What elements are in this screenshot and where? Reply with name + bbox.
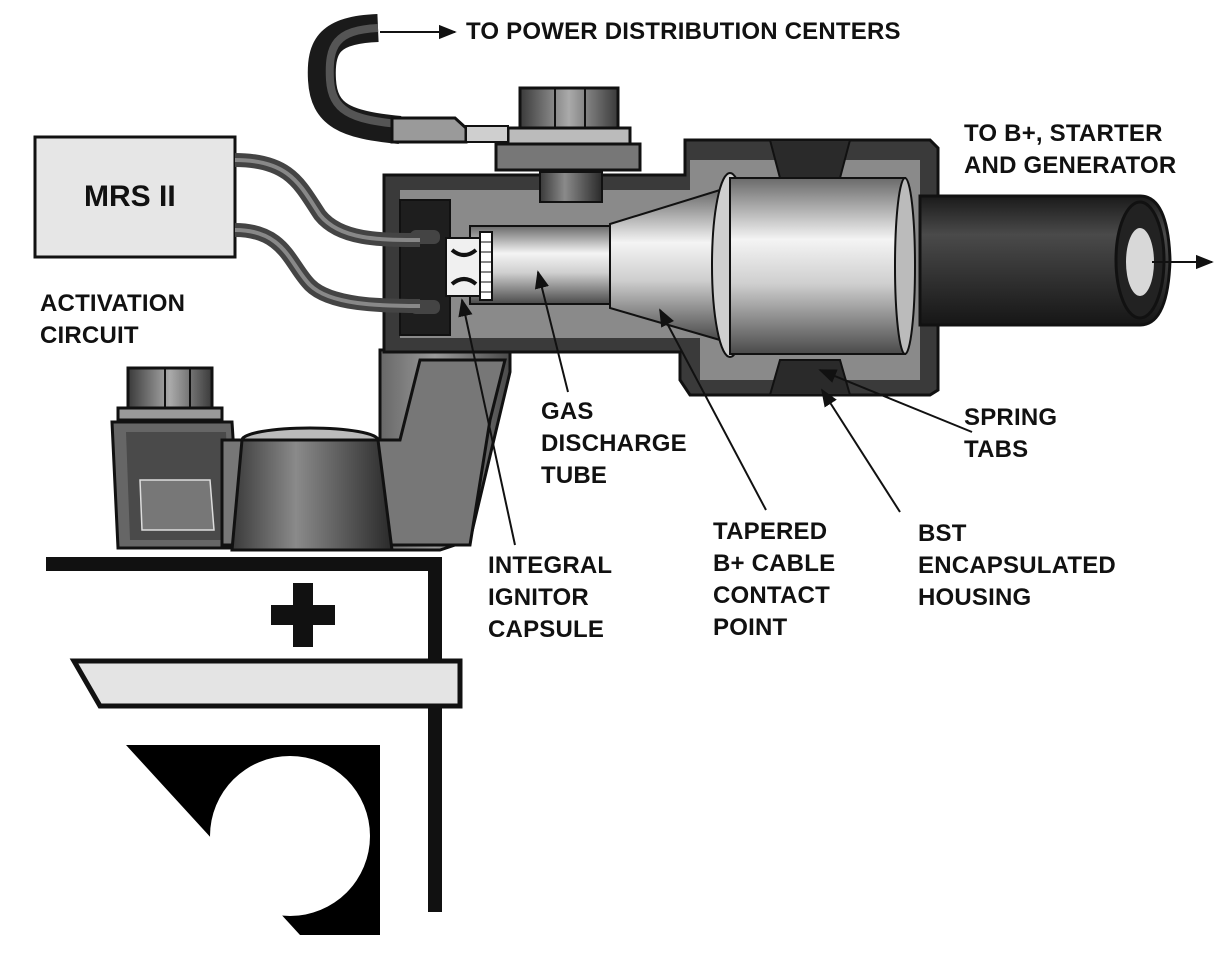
- battery-frame: [46, 557, 463, 935]
- label-activation-line2: CIRCUIT: [40, 322, 139, 349]
- label-spring-line2: TABS: [964, 436, 1029, 463]
- label-gas-line3: TUBE: [541, 462, 608, 489]
- label-bst-line2: ENCAPSULATED: [918, 552, 1116, 579]
- b-plus-cable: [918, 194, 1172, 327]
- label-to-b-plus-line2: AND GENERATOR: [964, 152, 1177, 179]
- label-tapered-line3: CONTACT: [713, 582, 830, 609]
- label-tapered-line1: TAPERED: [713, 518, 828, 545]
- label-mrs: MRS II: [84, 180, 176, 213]
- clamp-bolt: [110, 366, 242, 550]
- label-gas-line1: GAS: [541, 398, 594, 425]
- label-power-distribution: TO POWER DISTRIBUTION CENTERS: [466, 16, 901, 48]
- label-bst-line3: HOUSING: [918, 584, 1032, 611]
- label-activation-line1: ACTIVATION: [40, 290, 186, 317]
- label-ignitor-line3: CAPSULE: [488, 616, 605, 643]
- ignitor-capsule: [445, 231, 493, 301]
- plus-sign-icon: [271, 583, 335, 647]
- label-gas-discharge-tube: GAS DISCHARGE TUBE: [541, 396, 687, 492]
- battery-post: [230, 426, 394, 552]
- label-tapered-line2: B+ CABLE: [713, 550, 836, 577]
- label-ignitor-line1: INTEGRAL: [488, 552, 613, 579]
- label-tapered-contact: TAPERED B+ CABLE CONTACT POINT: [713, 516, 835, 644]
- activation-wires: [234, 153, 421, 313]
- label-tapered-line4: POINT: [713, 614, 788, 641]
- label-activation-circuit: ACTIVATION CIRCUIT: [40, 288, 185, 352]
- label-gas-line2: DISCHARGE: [541, 430, 687, 457]
- label-bst-housing: BST ENCAPSULATED HOUSING: [918, 518, 1116, 614]
- leader-lines: [458, 270, 973, 546]
- label-spring-tabs: SPRING TABS: [964, 402, 1057, 466]
- label-to-b-plus-line1: TO B+, STARTER: [964, 120, 1163, 147]
- label-ignitor-line2: IGNITOR: [488, 584, 589, 611]
- top-bolt: [494, 86, 642, 203]
- power-distribution-cable: [307, 14, 509, 144]
- mrs-box: [33, 135, 237, 259]
- label-ignitor-capsule: INTEGRAL IGNITOR CAPSULE: [488, 550, 612, 646]
- cable-terminal: [711, 172, 916, 358]
- label-spring-line1: SPRING: [964, 404, 1058, 431]
- label-power-distribution-text: TO POWER DISTRIBUTION CENTERS: [466, 18, 901, 45]
- label-bst-line1: BST: [918, 520, 967, 547]
- gas-discharge-tube: [469, 225, 621, 305]
- label-to-b-plus: TO B+, STARTER AND GENERATOR: [964, 118, 1176, 182]
